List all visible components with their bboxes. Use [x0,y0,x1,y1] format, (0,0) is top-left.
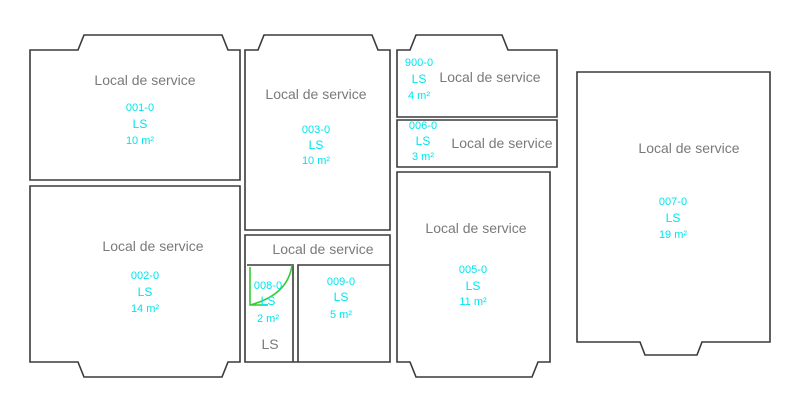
room-007-walls [576,71,771,356]
room-006-area: 3 m² [412,151,434,163]
room-007-code: 007-0 [659,196,687,208]
room-008-type: LS [261,294,276,308]
room-002-walls [29,185,241,378]
door-swing-icon [249,264,293,306]
room-900-area: 4 m² [408,90,430,102]
room-002-code: 002-0 [131,270,159,282]
room-005-code: 005-0 [459,264,487,276]
room-005-area: 11 m² [459,296,487,308]
room-006-type: LS [416,134,431,148]
room-003-label: Local de service [265,86,366,102]
room-009-code: 009-0 [327,276,355,288]
room-007-type: LS [666,211,681,225]
room-001-area: 10 m² [126,135,154,147]
room-003-code: 003-0 [302,124,330,136]
room-006-label: Local de service [451,135,552,151]
room-005-type: LS [466,279,481,293]
room-900-code: 900-0 [405,57,433,69]
room-001-type: LS [133,117,148,131]
room-002-label: Local de service [102,238,203,254]
room-002-area: 14 m² [131,303,159,315]
room-003-area: 10 m² [302,155,330,167]
room-009-area: 5 m² [330,309,352,321]
room-006-code: 006-0 [409,120,437,132]
room-001-walls [29,34,241,181]
room-007-label: Local de service [638,140,739,156]
room-006-walls [396,119,558,168]
room-005-label: Local de service [425,220,526,236]
room-003-walls [244,34,391,231]
room-008-area: 2 m² [257,313,279,325]
room-900-walls [396,34,558,118]
room-008-code: 008-0 [254,280,282,292]
room-005-walls [396,171,551,378]
room-900-type: LS [412,72,427,86]
room-900-label: Local de service [439,69,540,85]
room-004-walls [244,234,391,363]
room-003-type: LS [309,138,324,152]
room-004-label: Local de service [272,241,373,257]
room-001-label: Local de service [94,72,195,88]
walls [29,34,771,378]
room-009-type: LS [334,290,349,304]
room-001-code: 001-0 [126,102,154,114]
room-008-sublabel: LS [261,336,278,352]
room-007-area: 19 m² [659,229,687,241]
room-002-type: LS [138,285,153,299]
